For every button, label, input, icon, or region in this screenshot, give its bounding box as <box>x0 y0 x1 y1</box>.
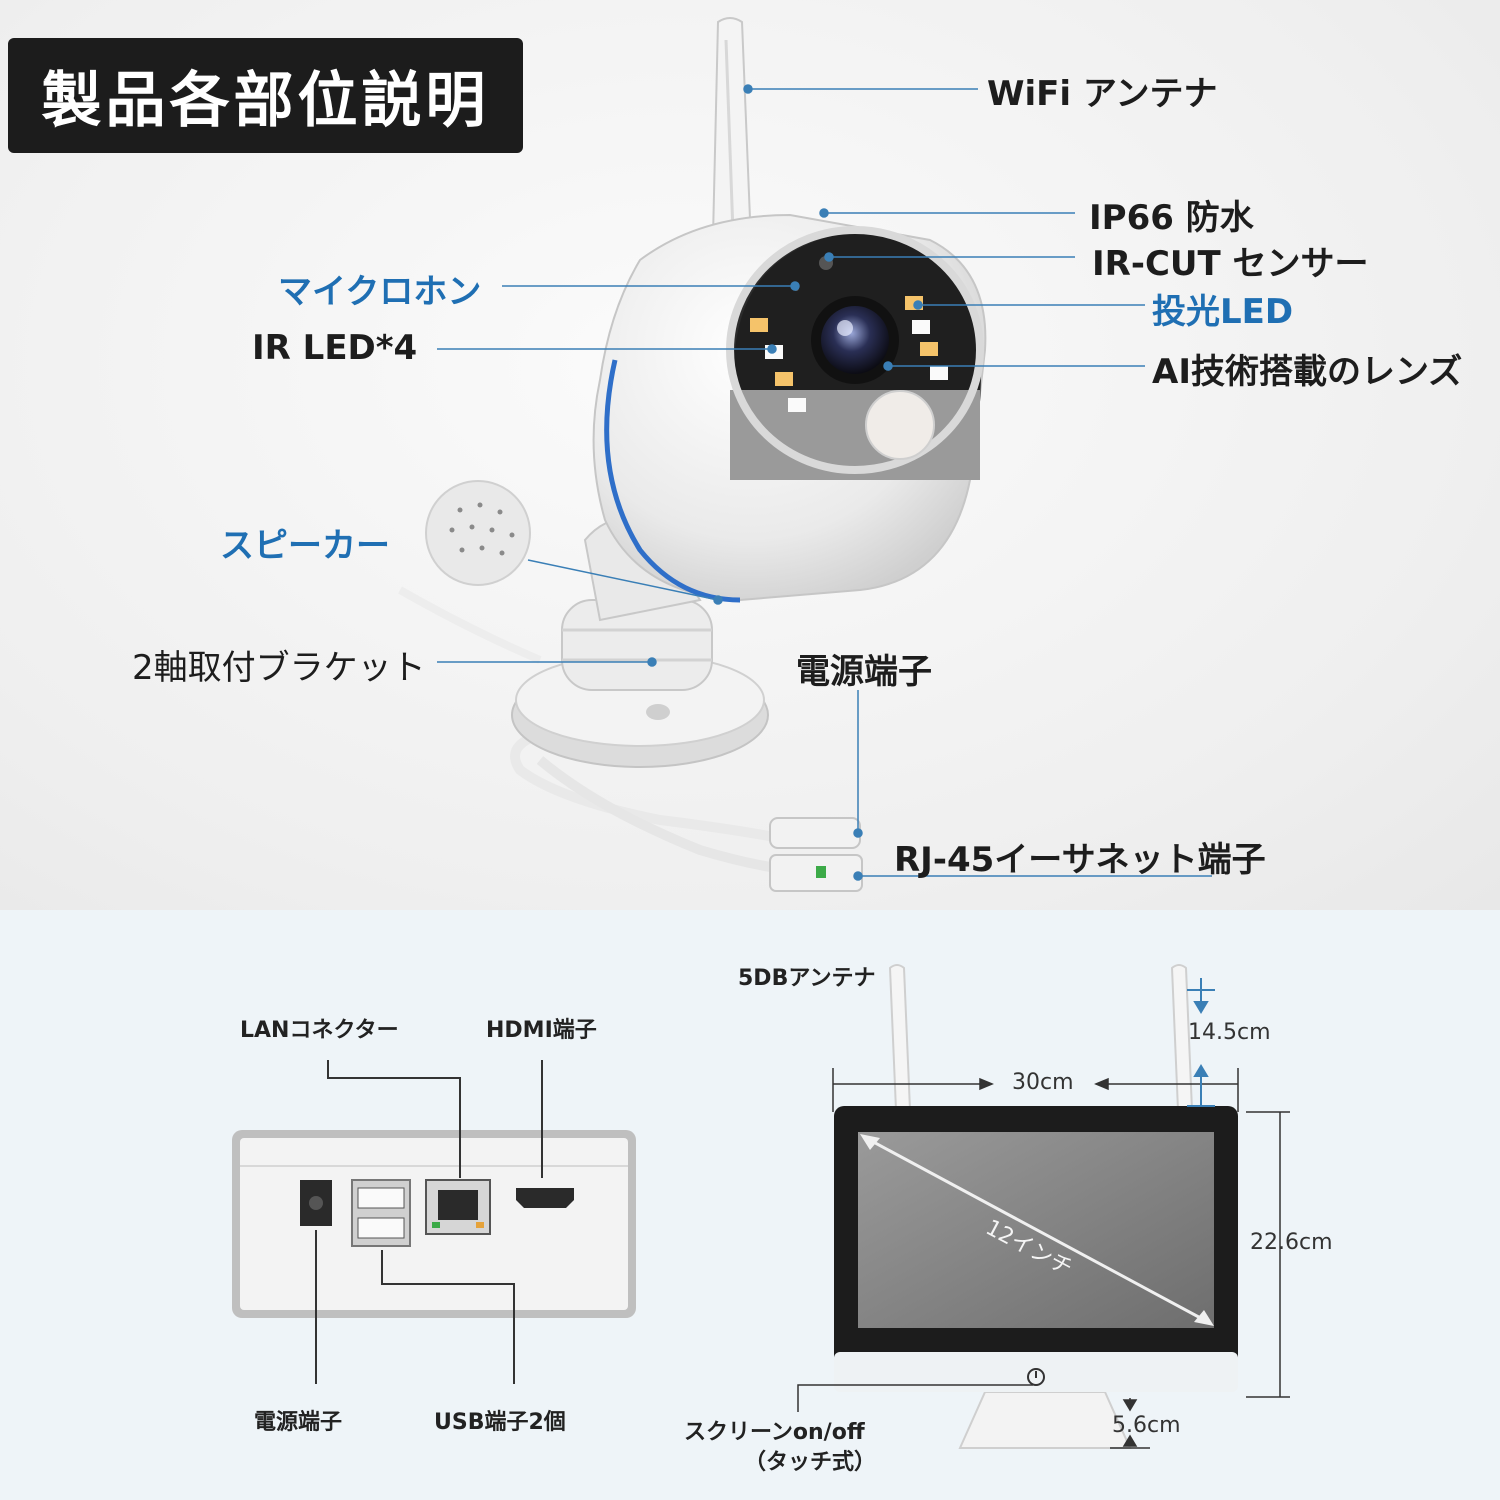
camera-power-label: 電源端子 <box>796 652 932 692</box>
nvr-power-label: 電源端子 <box>254 1410 343 1435</box>
screen-button-label: スクリーンon/off <box>684 1420 865 1445</box>
screen-button-sublabel: （タッチ式） <box>744 1450 877 1475</box>
base-height-dimension: 5.6cm <box>1112 1413 1181 1438</box>
ai-lens-label: AI技術搭載のレンズ <box>1152 352 1463 392</box>
monitor-width-dimension: 30cm <box>1012 1070 1074 1095</box>
nvr-leader-lines <box>315 1060 543 1384</box>
monitor-antenna-label: 5DBアンテナ <box>738 966 876 991</box>
ip66-label: IP66 防水 <box>1089 198 1254 238</box>
bracket-label: 2軸取付ブラケット <box>132 648 426 688</box>
usb-ports-label: USB端子2個 <box>434 1410 566 1435</box>
hdmi-port-label: HDMI端子 <box>486 1018 597 1043</box>
monitor-illustration <box>834 964 1238 1449</box>
antenna-height-dimension: 14.5cm <box>1188 1020 1271 1045</box>
camera-leader-lines <box>437 84 1212 881</box>
ircut-sensor-label: IR-CUT センサー <box>1092 244 1369 284</box>
rj45-label: RJ-45イーサネット端子 <box>894 840 1266 880</box>
antenna-dimension <box>1187 978 1215 1107</box>
spotlight-led-label: 投光LED <box>1152 292 1294 332</box>
ir-led-label: IR LED*4 <box>252 328 418 368</box>
microphone-label: マイクロホン <box>278 272 482 312</box>
screen-button-leader <box>797 1384 1033 1412</box>
speaker-label: スピーカー <box>220 526 390 566</box>
camera-illustration <box>398 17 987 892</box>
base-dimension-arrow <box>1122 1398 1138 1447</box>
wifi-antenna-label: WiFi アンテナ <box>987 74 1218 114</box>
monitor-dimension-lines <box>832 1068 1290 1449</box>
monitor-height-dimension: 22.6cm <box>1250 1230 1333 1255</box>
nvr-illustration <box>232 1130 636 1318</box>
page-title: 製品各部位説明 <box>8 38 523 153</box>
lan-connector-label: LANコネクター <box>240 1018 399 1043</box>
